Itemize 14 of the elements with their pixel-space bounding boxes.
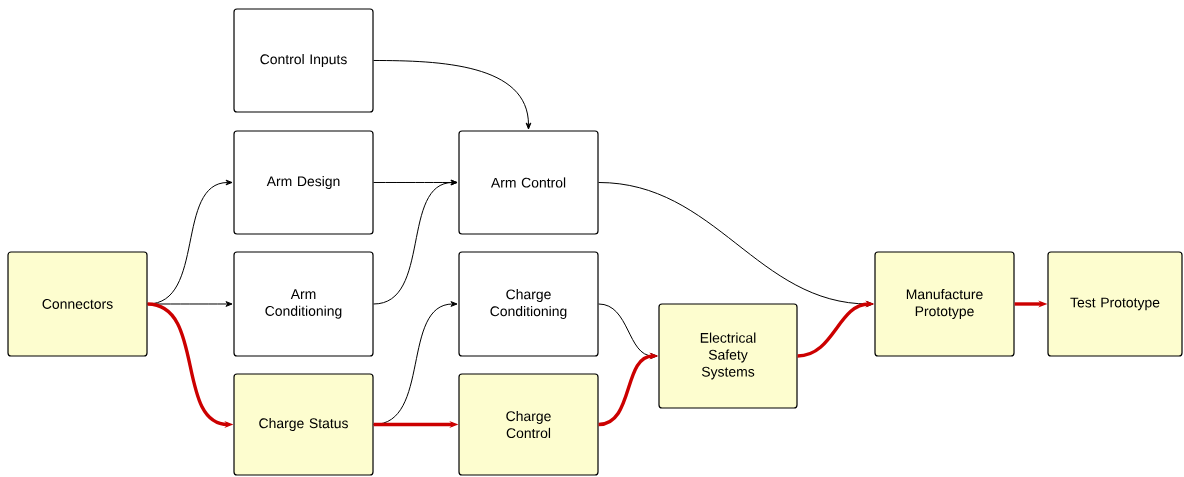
- arrow: [373, 60, 532, 130]
- process-box: Charge Status: [233, 373, 374, 476]
- process-box: Control Inputs: [233, 8, 374, 113]
- process-box: Charge Control: [458, 373, 599, 476]
- process-box: Arm Conditioning: [233, 251, 374, 357]
- process-box: Manufacture Prototype: [874, 251, 1015, 357]
- arrow: [373, 179, 458, 305]
- process-box: Connectors: [7, 251, 148, 357]
- arrow: [598, 182, 874, 307]
- process-box: Arm Control: [458, 130, 599, 235]
- process-box: Electrical Safety Systems: [658, 303, 798, 409]
- process-box: Arm Design: [233, 130, 374, 235]
- process-box: Charge Conditioning: [458, 251, 599, 357]
- process-box: Test Prototype: [1047, 251, 1183, 357]
